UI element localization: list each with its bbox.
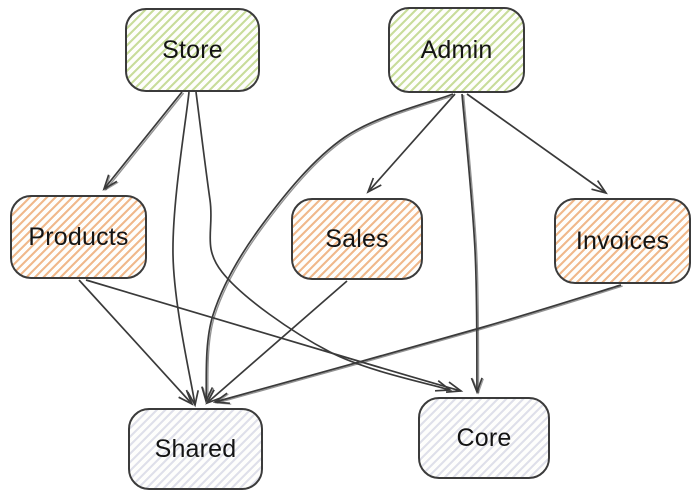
edge-sales-to-shared-arrowhead <box>205 389 222 405</box>
node-shared: Shared <box>128 408 263 490</box>
edge-store-to-core <box>195 91 451 391</box>
edge-admin-to-invoices-arrowhead <box>591 180 608 195</box>
edge-store-to-products-arrowhead <box>102 174 118 191</box>
node-label-sales: Sales <box>325 224 389 253</box>
edge-store-to-products <box>103 91 183 190</box>
edge-store-to-shared <box>172 91 196 406</box>
node-label-admin: Admin <box>420 35 493 64</box>
edge-invoices-to-shared-arrowhead <box>212 392 231 405</box>
edge-invoices-to-shared-sketch <box>216 285 623 404</box>
node-products: Products <box>10 195 147 279</box>
edge-admin-to-core-sketch <box>462 95 480 394</box>
node-label-store: Store <box>162 35 223 64</box>
edge-admin-to-shared <box>205 93 454 402</box>
edge-invoices-to-shared <box>214 284 622 403</box>
edge-products-to-core <box>85 279 462 392</box>
edge-admin-to-sales-arrowhead <box>366 177 382 194</box>
edge-admin-to-shared-sketch <box>206 94 455 403</box>
node-label-products: Products <box>28 222 129 251</box>
node-admin: Admin <box>388 7 525 93</box>
edge-sales-to-shared <box>206 280 348 404</box>
edge-admin-to-sales <box>367 93 456 193</box>
edge-admin-to-core-arrowhead <box>470 377 483 395</box>
edge-products-to-shared <box>78 279 193 405</box>
edge-products-to-shared-arrowhead <box>178 389 194 406</box>
node-label-shared: Shared <box>154 434 237 463</box>
node-label-core: Core <box>456 423 512 452</box>
edge-invoices-to-shared-arrowhead-sketch <box>214 393 232 405</box>
edge-products-to-core-arrowhead <box>445 381 464 394</box>
edge-store-to-shared-arrowhead <box>186 390 200 408</box>
edge-store-to-core-arrowhead <box>434 380 453 392</box>
edge-store-to-products-arrowhead-sketch <box>104 175 119 192</box>
node-label-invoices: Invoices <box>575 226 670 255</box>
edge-store-to-products-sketch <box>105 92 185 191</box>
node-store: Store <box>125 8 260 92</box>
edge-admin-to-invoices <box>466 93 607 194</box>
edge-admin-to-core-arrowhead-sketch <box>472 378 484 395</box>
node-core: Core <box>418 397 550 479</box>
edge-admin-to-shared-arrowhead <box>201 386 214 404</box>
node-invoices: Invoices <box>554 198 691 284</box>
node-sales: Sales <box>291 198 423 280</box>
edge-admin-to-core <box>461 93 478 393</box>
